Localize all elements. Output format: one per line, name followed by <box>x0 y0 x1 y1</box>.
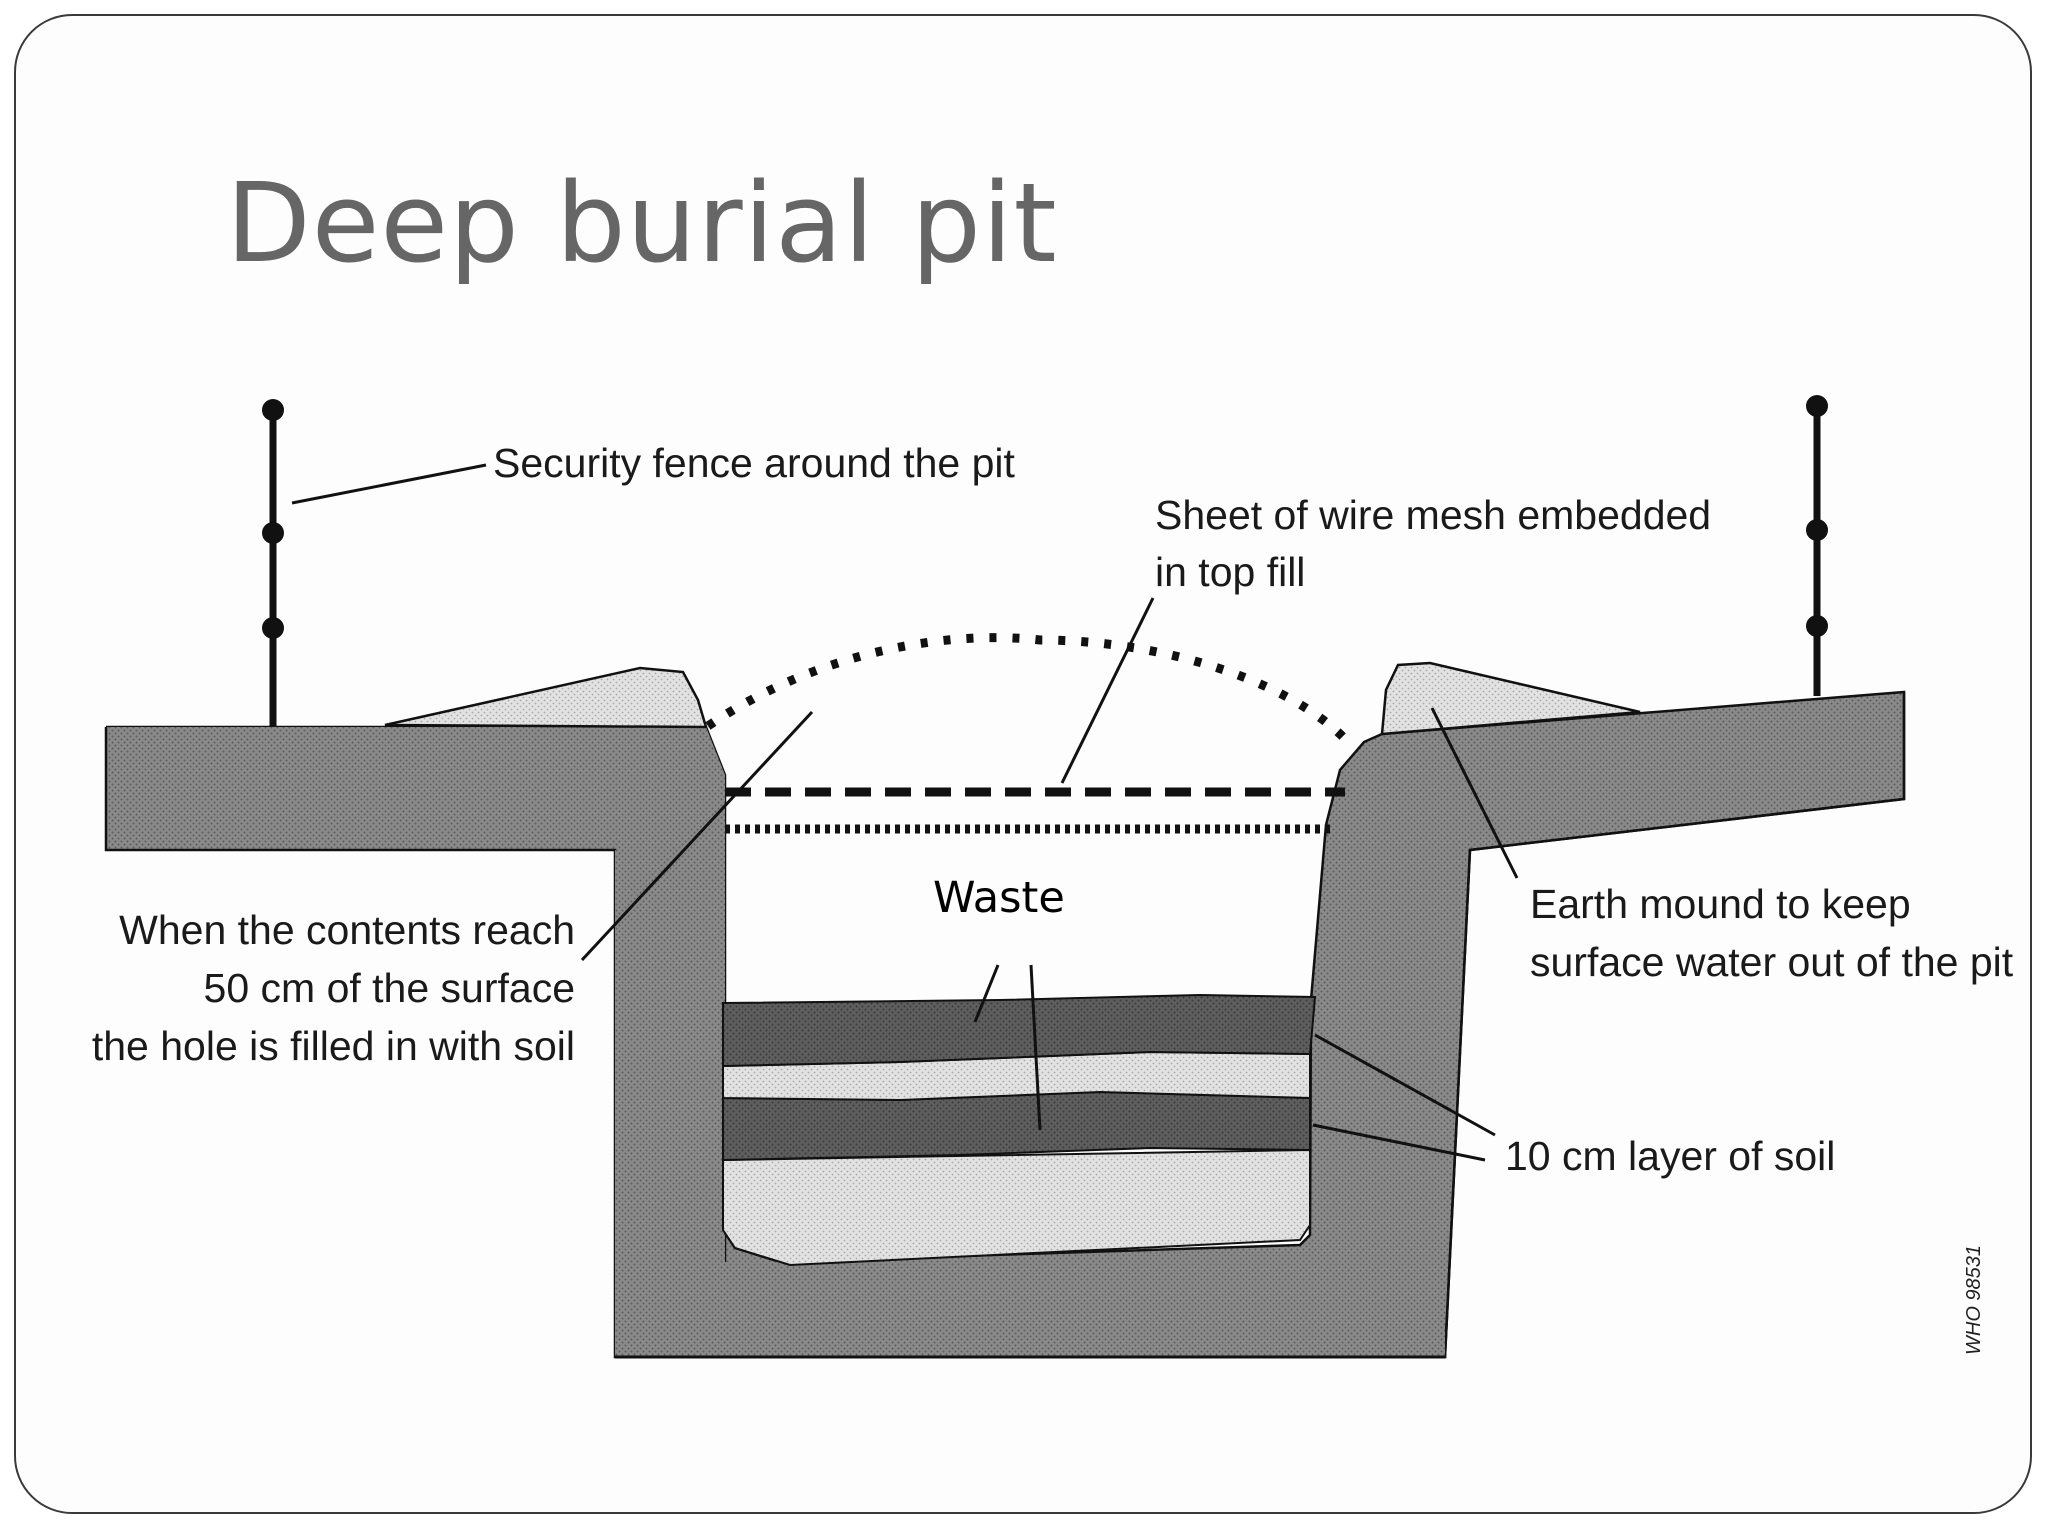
label-fence: Security fence around the pit <box>493 440 1016 486</box>
label-soil-layer: 10 cm layer of soil <box>1505 1133 1835 1179</box>
ground-bottom <box>615 1262 1445 1357</box>
waste-layer-bottom <box>722 1148 1311 1267</box>
label-mound-line1: Earth mound to keep <box>1530 881 1911 927</box>
figure-code: WHO 98531 <box>1963 1245 1985 1355</box>
leader-contents <box>580 710 814 962</box>
label-waste: Waste <box>933 873 1065 923</box>
earth-mound-left <box>384 666 708 729</box>
leader-fence <box>291 463 487 505</box>
label-mesh-line1: Sheet of wire mesh embedded <box>1155 492 1711 538</box>
page-title: Deep burial pit <box>226 159 1058 287</box>
ground-left-shelf <box>106 727 725 850</box>
label-contents-line3: the hole is filled in with soil <box>92 1023 575 1069</box>
leader-mound <box>1430 707 1519 879</box>
leader-mesh <box>1060 597 1155 784</box>
soil-layer-upper <box>722 993 1317 1068</box>
security-fence-left <box>262 399 284 726</box>
leader-waste-a <box>973 964 1000 1023</box>
ground-left-body <box>615 850 725 1357</box>
soil-layer-lower <box>722 1090 1311 1162</box>
leader-soil-upper <box>1314 1033 1496 1137</box>
earth-mound-right <box>1380 661 1641 736</box>
label-contents-line2: 50 cm of the surface <box>204 965 575 1011</box>
leader-waste-b <box>1029 964 1042 1131</box>
security-fence-right <box>1806 395 1828 696</box>
label-mesh-line2: in top fill <box>1155 549 1305 595</box>
leader-soil-lower <box>1312 1123 1486 1162</box>
label-contents-line1: When the contents reach <box>119 907 575 953</box>
label-mound-line2: surface water out of the pit <box>1530 939 2014 985</box>
top-fill-arc <box>705 633 1352 746</box>
